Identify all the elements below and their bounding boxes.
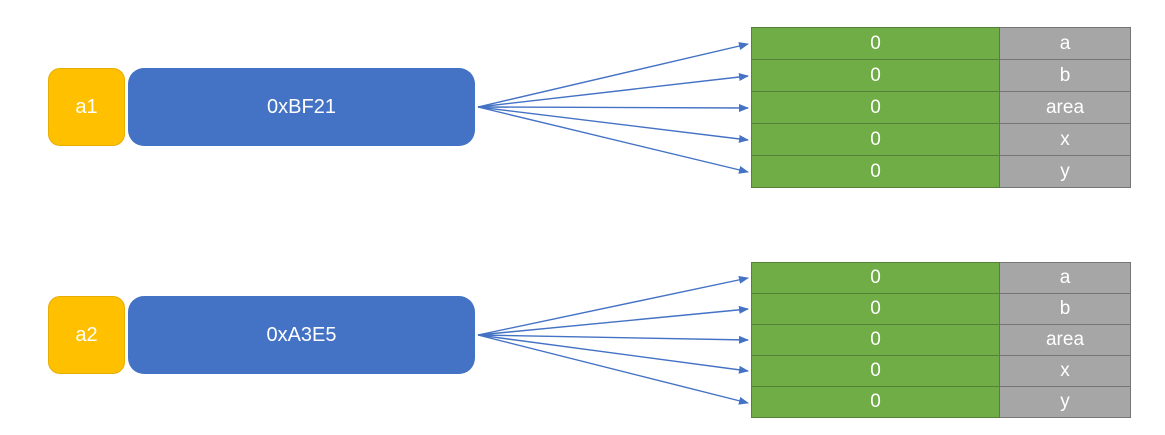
- value-cell: 0: [751, 293, 1000, 325]
- value-cell: 0: [751, 324, 1000, 356]
- arrow-fan-a2: [477, 275, 749, 405]
- value-cell: 0: [751, 59, 1000, 92]
- value-cell: 0: [751, 123, 1000, 156]
- address-box-a1: 0xBF21: [128, 68, 475, 146]
- label-cell: a: [999, 262, 1131, 294]
- arrow: [477, 305, 749, 336]
- variable-box-a1: a1: [48, 68, 125, 146]
- address-label: 0xA3E5: [266, 323, 337, 346]
- label-cell: x: [999, 355, 1131, 387]
- label-cell: b: [999, 293, 1131, 325]
- value-cell: 0: [751, 262, 1000, 294]
- arrow: [477, 103, 749, 112]
- arrow: [477, 42, 749, 108]
- variable-box-a2: a2: [48, 296, 125, 374]
- address-label: 0xBF21: [267, 95, 336, 118]
- arrow-fan-a1: [477, 42, 749, 174]
- address-box-a2: 0xA3E5: [128, 296, 475, 374]
- label-cell: b: [999, 59, 1131, 92]
- table-row: 0 x: [751, 123, 1131, 156]
- label-cell: area: [999, 324, 1131, 356]
- table-row: 0 b: [751, 59, 1131, 92]
- arrow: [477, 334, 749, 344]
- value-cell: 0: [751, 386, 1000, 418]
- value-cell: 0: [751, 91, 1000, 124]
- table-row: 0 area: [751, 91, 1131, 124]
- table-row: 0 y: [751, 386, 1131, 418]
- label-cell: area: [999, 91, 1131, 124]
- arrow: [477, 334, 749, 405]
- arrow: [477, 334, 749, 374]
- value-cell: 0: [751, 355, 1000, 387]
- table-row: 0 y: [751, 155, 1131, 188]
- label-cell: y: [999, 386, 1131, 418]
- arrow: [477, 73, 749, 108]
- value-cell: 0: [751, 155, 1000, 188]
- value-cell: 0: [751, 27, 1000, 60]
- arrow: [477, 106, 749, 143]
- table-row: 0 b: [751, 293, 1131, 325]
- table-row: 0 area: [751, 324, 1131, 356]
- label-cell: a: [999, 27, 1131, 60]
- label-cell: x: [999, 123, 1131, 156]
- arrow: [477, 106, 749, 174]
- variable-label: a1: [75, 95, 98, 118]
- field-table-a1: 0 a 0 b 0 area 0 x 0 y: [751, 27, 1131, 188]
- table-row: 0 a: [751, 262, 1131, 294]
- label-cell: y: [999, 155, 1131, 188]
- table-row: 0 x: [751, 355, 1131, 387]
- table-row: 0 a: [751, 27, 1131, 60]
- arrow: [477, 275, 749, 336]
- variable-label: a2: [75, 323, 98, 346]
- field-table-a2: 0 a 0 b 0 area 0 x 0 y: [751, 262, 1131, 418]
